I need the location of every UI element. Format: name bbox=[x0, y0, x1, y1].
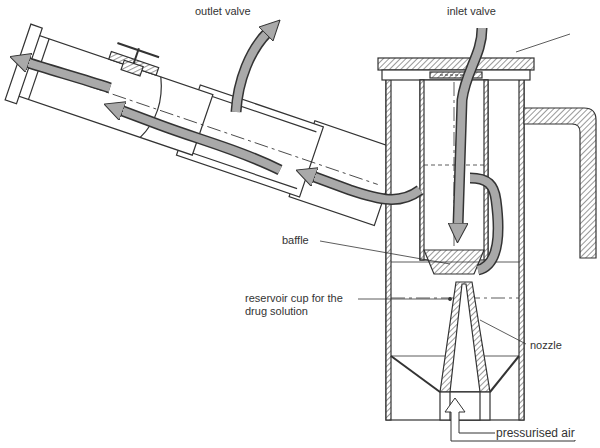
leader-lines-part bbox=[448, 297, 451, 300]
nebuliser-body-part bbox=[391, 356, 440, 392]
air-flow-arrows-part bbox=[312, 176, 420, 199]
nebuliser-body-part bbox=[519, 78, 524, 420]
leader-lines-part bbox=[480, 320, 526, 344]
air-flow-arrows-part bbox=[312, 176, 420, 199]
nebuliser-body-part bbox=[484, 80, 488, 260]
nebuliser-body-part bbox=[440, 282, 490, 392]
air-flow-arrows-part bbox=[120, 110, 280, 170]
air-flow-arrows-part bbox=[458, 28, 482, 226]
part-label: reservoir cup for the drug solution bbox=[244, 292, 352, 318]
air-flow-arrows-part bbox=[236, 32, 268, 112]
nebuliser-body-part bbox=[378, 58, 534, 70]
nebuliser-body-part bbox=[386, 78, 391, 420]
nebuliser-body-part bbox=[420, 80, 488, 260]
part-label: outlet valve bbox=[194, 5, 252, 18]
leader-lines bbox=[320, 34, 570, 344]
nebuliser-body-part bbox=[490, 356, 519, 392]
leader-lines-part bbox=[358, 299, 448, 300]
nebuliser-body-part bbox=[420, 80, 424, 260]
air-flow-arrows-part bbox=[236, 32, 268, 112]
air-flow-arrows-part bbox=[26, 62, 110, 88]
nebuliser-body-part bbox=[440, 392, 490, 420]
nebuliser-body-part bbox=[391, 262, 519, 263]
leader-lines-part bbox=[320, 241, 450, 264]
air-flow-arrows-part bbox=[26, 62, 110, 88]
nebuliser-body bbox=[378, 58, 596, 420]
air-flow-arrows-part bbox=[470, 178, 498, 270]
leader-lines-part bbox=[516, 34, 570, 52]
outlet-tube-part bbox=[117, 43, 159, 57]
nebuliser-body-part bbox=[382, 70, 530, 80]
nebuliser-body-part bbox=[524, 108, 596, 258]
part-label: baffle bbox=[281, 234, 310, 247]
part-label: inlet valve bbox=[446, 5, 497, 18]
outlet-tube-part bbox=[18, 62, 378, 184]
part-label: pressurised air bbox=[495, 427, 576, 440]
nebuliser-body-part bbox=[424, 165, 484, 166]
air-flow-arrows bbox=[26, 28, 575, 441]
air-flow-arrows-part bbox=[445, 398, 575, 441]
air-flow-arrows-part bbox=[120, 110, 280, 170]
nebuliser-body-part bbox=[386, 78, 524, 420]
nebuliser-body-part bbox=[450, 284, 480, 392]
part-label: nozzle bbox=[529, 339, 563, 352]
outlet-tube-part bbox=[203, 93, 317, 132]
outlet-tube-part bbox=[121, 60, 143, 76]
air-flow-arrows-part bbox=[470, 178, 498, 270]
air-flow-arrows-part bbox=[458, 28, 482, 226]
